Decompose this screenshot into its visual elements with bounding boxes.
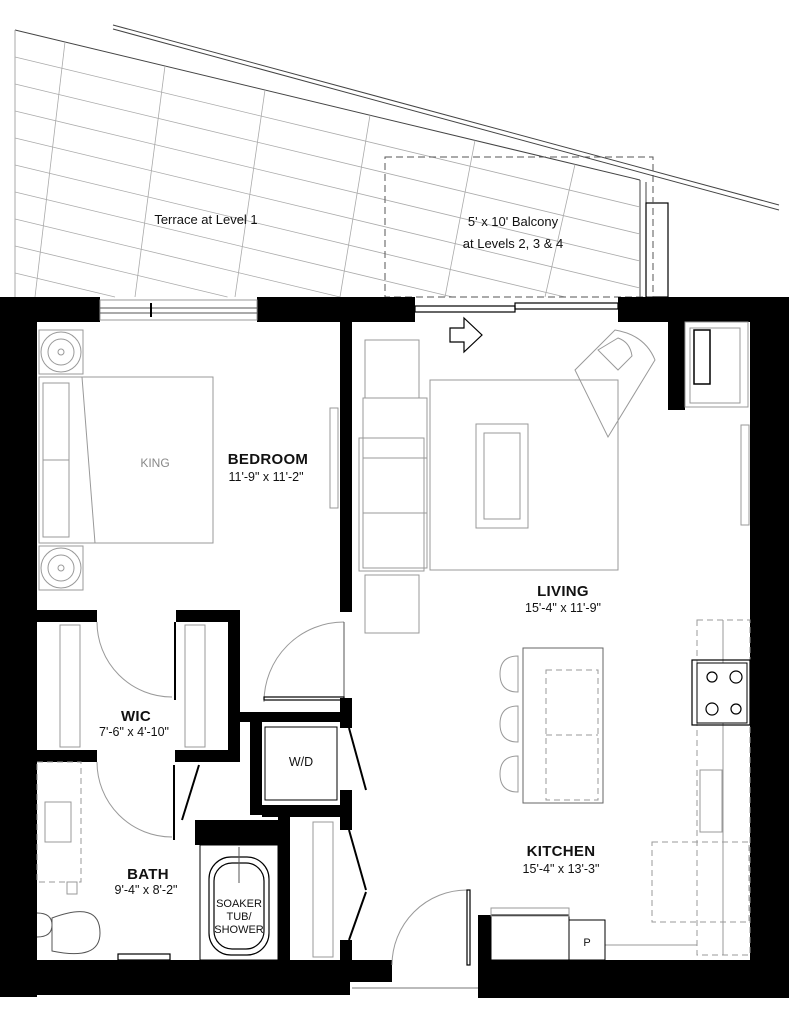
tub-label-1: SOAKER <box>216 898 262 910</box>
bedroom-closet-rod <box>329 407 339 509</box>
decking-line <box>14 218 341 298</box>
wic-dims: 7'-6" x 4'-10" <box>99 725 169 739</box>
bedroom-name: BEDROOM <box>228 451 308 468</box>
linen-closet-shelves <box>312 821 334 958</box>
kitchen-name: KITCHEN <box>527 843 596 860</box>
window-bedroom <box>99 299 258 321</box>
terrace <box>14 24 780 298</box>
decking-line <box>14 245 228 298</box>
tub-label-3: SHOWER <box>214 924 264 936</box>
decking-line <box>14 191 453 298</box>
decking-line <box>14 272 116 298</box>
balcony-outline <box>384 156 654 298</box>
entry-door[interactable] <box>352 889 478 989</box>
decking-line <box>14 56 641 208</box>
living-furniture <box>358 321 750 634</box>
pantry: P <box>568 919 606 961</box>
bath-dims: 9'-4" x 8'-2" <box>115 883 178 897</box>
wic-door[interactable] <box>96 621 176 700</box>
kitchen-base-cabinet <box>490 907 570 961</box>
balcony-label: 5' x 10' Balcony <box>468 214 559 229</box>
bath-name: BATH <box>127 866 169 883</box>
terrace-label: Terrace at Level 1 <box>154 212 257 227</box>
kitchen-dims: 15'-4" x 13'-3" <box>523 862 600 876</box>
bath-door[interactable] <box>96 761 175 840</box>
pantry-label: P <box>583 937 590 949</box>
decking-joint <box>339 115 371 298</box>
living-dims: 15'-4" x 11'-9" <box>525 601 601 615</box>
decking-joint <box>444 140 476 298</box>
bed-label: KING <box>140 456 169 470</box>
balcony-levels-label: at Levels 2, 3 & 4 <box>463 236 563 251</box>
decking-line <box>14 83 641 235</box>
toilet <box>36 911 101 955</box>
decking-joint <box>234 89 266 298</box>
wic-name: WIC <box>121 708 151 725</box>
tub-label-2: TUB/ <box>226 911 252 923</box>
vanity <box>36 761 82 895</box>
nightstand-top <box>38 329 84 375</box>
bedroom-dims: 11'-9" x 11'-2" <box>228 470 303 484</box>
walls <box>0 297 789 998</box>
wic-shelving <box>59 624 206 748</box>
decking-joint <box>34 41 66 298</box>
washer-dryer-label: W/D <box>289 755 313 769</box>
soaker-tub: SOAKER TUB/ SHOWER <box>199 844 279 961</box>
washer-dryer: W/D <box>264 726 338 801</box>
kitchen-island <box>499 647 604 804</box>
nightstand-bottom <box>38 545 84 591</box>
decking-line <box>14 110 641 262</box>
kitchen-counters <box>605 619 751 956</box>
entry-arrow-icon <box>449 316 483 354</box>
king-bed: KING <box>38 376 214 544</box>
living-name: LIVING <box>537 583 589 600</box>
bedroom-door[interactable] <box>263 621 345 703</box>
decking-line <box>14 137 641 289</box>
laundry-bifold-doors[interactable] <box>181 727 367 941</box>
kitchen-sink <box>699 769 723 833</box>
decking-line <box>14 164 566 298</box>
balcony-sliding-door[interactable] <box>414 302 619 313</box>
bath-vent <box>117 953 171 961</box>
decking-joint <box>544 164 576 298</box>
decking-joint <box>134 65 166 298</box>
